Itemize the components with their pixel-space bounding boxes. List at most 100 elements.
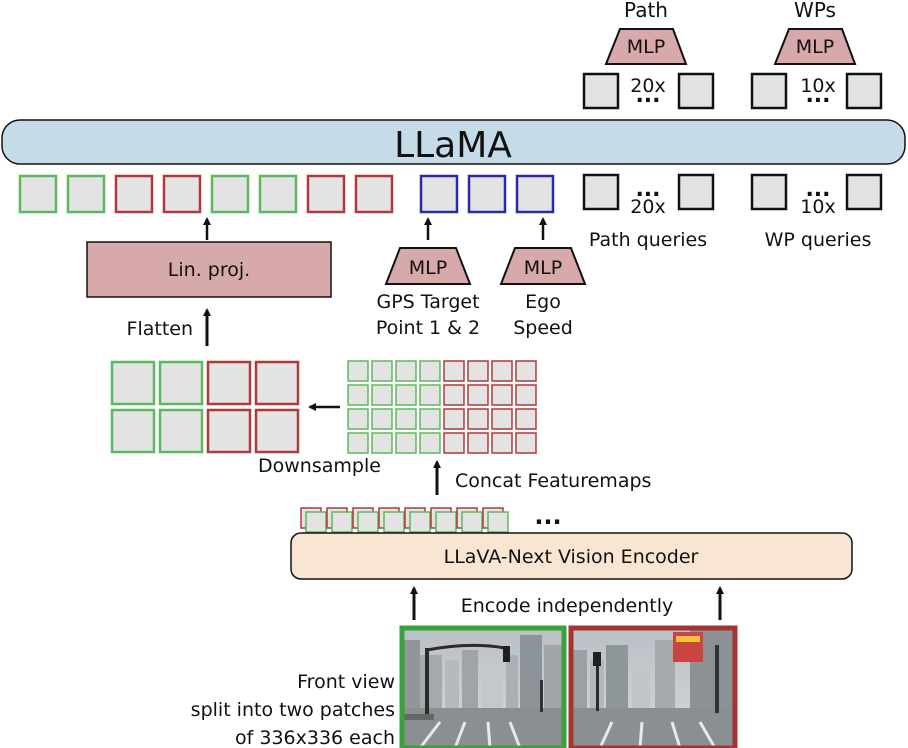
featuremap-cell (491, 384, 513, 406)
path-queries-label: Path queries (589, 229, 707, 251)
featuremap-cell (395, 384, 417, 406)
featuremap-cell (515, 408, 537, 430)
lin-proj-block (86, 241, 332, 298)
featuremap-cell (419, 432, 441, 454)
wp-query-ellipsis: ... (805, 177, 830, 202)
wp-mlp-label: MLP (796, 36, 834, 58)
featuremap-cell (395, 432, 417, 454)
path-query-token (582, 173, 620, 211)
encoder-token-green (435, 511, 457, 533)
downsampled-cell (158, 408, 204, 454)
featuremap-cell (467, 360, 489, 382)
gps-input-label-line2: Point 1 & 2 (376, 317, 480, 339)
featuremap-cell (515, 384, 537, 406)
image-token (258, 174, 298, 214)
featuremap-cell (419, 384, 441, 406)
image-token (66, 174, 106, 214)
featuremap-cell (443, 408, 465, 430)
featuremap-cell (515, 432, 537, 454)
path-output-count: 20x (630, 75, 665, 97)
image-token (354, 174, 394, 214)
downsampled-cell (158, 360, 204, 406)
featuremap-cell (491, 432, 513, 454)
speed-mlp-label: MLP (524, 257, 562, 279)
speed-input-label-line1: Ego (525, 291, 561, 313)
path-output-token (582, 72, 620, 110)
speed-input-label-line2: Speed (513, 317, 573, 339)
concatenated-featuremap (347, 360, 537, 454)
downsampled-featuremap (110, 360, 300, 454)
encoder-token-green (383, 511, 405, 533)
path-mlp-label: MLP (627, 36, 665, 58)
encoder-tokens-ellipsis: ... (534, 502, 561, 530)
encode-independently-label: Encode independently (461, 595, 674, 617)
path-query-count: 20x (630, 196, 665, 218)
image-token (306, 174, 346, 214)
path-query-token (677, 173, 715, 211)
featuremap-cell (515, 360, 537, 382)
concat-label: Concat Featuremaps (455, 470, 651, 492)
downsampled-cell (206, 360, 252, 406)
front-view-label-line2: split into two patches (191, 699, 395, 721)
featuremap-cell (371, 408, 393, 430)
featuremap-cell (443, 360, 465, 382)
gps-mlp-shape (384, 247, 472, 285)
featuremap-cell (395, 360, 417, 382)
gps-input-label-line1: GPS Target (376, 291, 479, 313)
flatten-label: Flatten (127, 318, 193, 340)
featuremap-cell (467, 384, 489, 406)
wp-output-token (750, 72, 788, 110)
encoder-token-green (487, 511, 509, 533)
path-head-title: Path (624, 0, 668, 22)
front-view-label-line1: Front view (297, 671, 395, 693)
llama-block (1, 119, 906, 165)
featuremap-cell (371, 384, 393, 406)
wp-output-head: WPs MLP 10x ... (750, 0, 883, 110)
featuremap-cell (395, 408, 417, 430)
featuremap-cell (371, 432, 393, 454)
featuremap-cell (347, 360, 369, 382)
downsampled-cell (254, 408, 300, 454)
path-query-ellipsis: ... (635, 177, 660, 202)
right-camera-patch (568, 625, 738, 748)
encoder-token-green (331, 511, 353, 533)
path-mlp-shape (604, 28, 688, 65)
featuremap-cell (371, 360, 393, 382)
lin-proj-label: Lin. proj. (168, 259, 250, 281)
wp-query-token (750, 173, 788, 211)
wp-query-token (845, 173, 883, 211)
gps-mlp-label: MLP (409, 257, 447, 279)
encoder-token-green (461, 511, 483, 533)
gps-token (419, 174, 459, 214)
downsample-label: Downsample (258, 455, 381, 477)
wp-output-count: 10x (800, 75, 835, 97)
featuremap-cell (467, 432, 489, 454)
wp-head-title: WPs (794, 0, 836, 22)
featuremap-cell (347, 384, 369, 406)
wp-mlp-shape (773, 28, 857, 65)
speed-mlp-shape (499, 247, 587, 285)
right-patch-border (568, 625, 738, 748)
featuremap-cell (347, 408, 369, 430)
downsampled-cell (254, 360, 300, 406)
featuremap-cell (347, 432, 369, 454)
left-camera-patch (399, 625, 567, 748)
downsampled-cell (206, 408, 252, 454)
image-token (162, 174, 202, 214)
encoder-token-green (305, 511, 327, 533)
image-token (18, 174, 58, 214)
vision-encoder-label: LLaVA-Next Vision Encoder (444, 546, 699, 568)
featuremap-cell (419, 360, 441, 382)
featuremap-cell (467, 408, 489, 430)
image-token (210, 174, 250, 214)
llama-label: LLaMA (394, 125, 512, 166)
wp-output-ellipsis: ... (805, 83, 830, 108)
encoder-feature-tokens (300, 507, 509, 533)
gps-token (467, 174, 507, 214)
wp-query-count: 10x (800, 196, 835, 218)
vision-encoder-block (290, 532, 853, 580)
image-token (114, 174, 154, 214)
speed-token (515, 174, 555, 214)
front-view-label-line3: of 336x336 each (235, 727, 395, 748)
